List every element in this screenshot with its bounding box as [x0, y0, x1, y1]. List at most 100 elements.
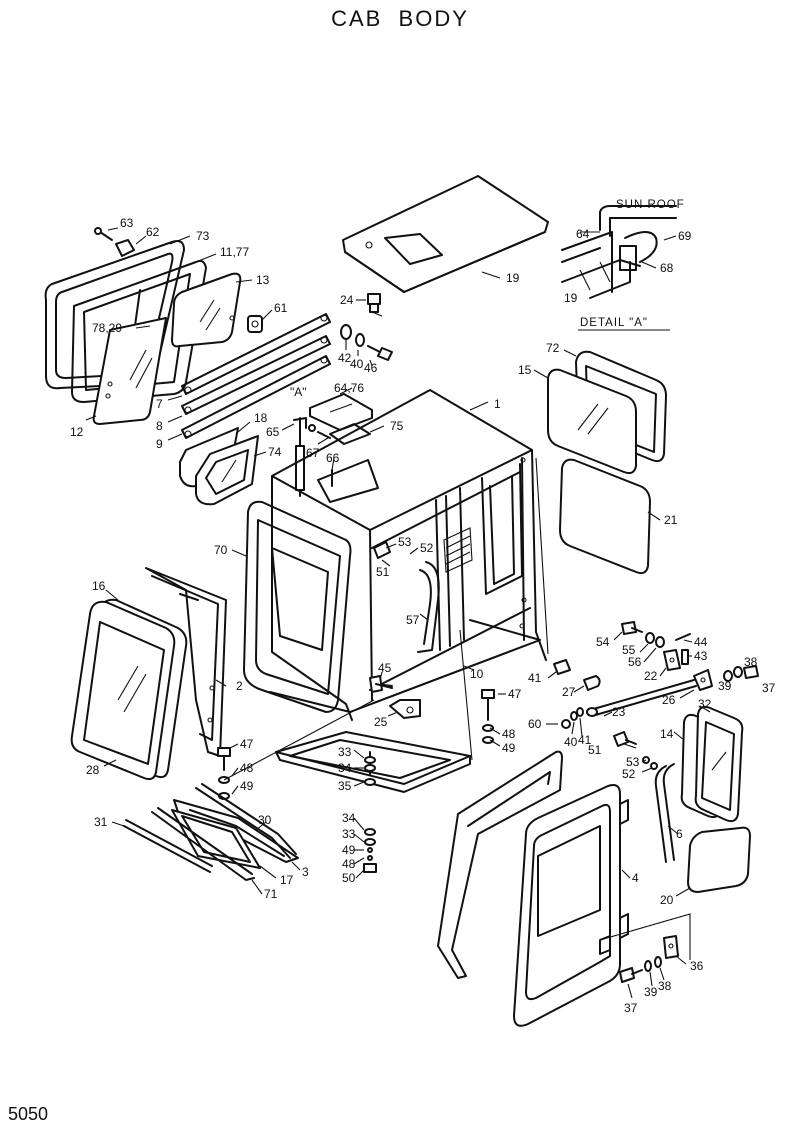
callout-labels: 63 62 73 11,77 13 61 78,29 7 8 9 12 18 7… — [70, 216, 776, 1015]
detail-labels: SUN ROOF 64 69 68 19 DETAIL "A" "A" — [290, 199, 692, 399]
callout: 50 — [342, 871, 356, 885]
detail-callout: 69 — [678, 229, 692, 243]
detail-callout: 19 — [564, 291, 578, 305]
roof-hatch — [309, 393, 373, 431]
callout: 19 — [506, 271, 520, 285]
callout: 48 — [240, 761, 254, 775]
hatch-seal — [329, 423, 371, 445]
callout: 24 — [340, 293, 354, 307]
detail-callout: 68 — [660, 261, 674, 275]
callout: 10 — [470, 667, 484, 681]
bolt-54 — [621, 621, 643, 635]
pin-44-43 — [675, 633, 691, 665]
callout: 38 — [744, 655, 758, 669]
bolt-37-39-38-bottom — [619, 956, 662, 983]
right-window-glass-21 — [559, 458, 651, 575]
callout: 45 — [378, 661, 392, 675]
callout: 41 — [528, 671, 542, 685]
callout: 41 — [578, 733, 592, 747]
callout: 7 — [156, 397, 163, 411]
washers-55-56 — [645, 632, 665, 648]
callout: 6 — [676, 827, 683, 841]
page-title: CAB BODY — [331, 6, 469, 31]
callout: 48 — [342, 857, 356, 871]
callout: 38 — [658, 979, 672, 993]
bracket-22 — [663, 649, 681, 671]
bolts-47-48-49-left — [217, 747, 231, 800]
rail-31 — [123, 819, 213, 873]
callout: 61 — [274, 301, 288, 315]
callout: 51 — [376, 565, 390, 579]
callout: 11,77 — [220, 245, 249, 259]
callout: 53 — [398, 535, 412, 549]
door-window-glass-28 — [70, 600, 176, 781]
sunroof-title: SUN ROOF — [616, 199, 685, 211]
callout: 33 — [342, 827, 356, 841]
callout: 16 — [92, 579, 106, 593]
callout: 27 — [562, 685, 576, 699]
callout: 26 — [662, 693, 676, 707]
callout: 28 — [86, 763, 100, 777]
page-number: 5050 — [8, 1104, 49, 1124]
callout: 21 — [664, 513, 678, 527]
left-window-glass-13 — [171, 272, 242, 348]
callout: 33 — [338, 745, 352, 759]
door-window-frame-2 — [145, 567, 227, 757]
callout: 49 — [342, 843, 356, 857]
callout: 36 — [690, 959, 704, 973]
callout: 42 — [338, 351, 352, 365]
rail-71 — [151, 807, 255, 881]
washers-38-39-37 — [723, 665, 759, 682]
callout: 2 — [236, 679, 243, 693]
callout: 51 — [588, 743, 602, 757]
callout: 60 — [528, 717, 542, 731]
callout: 57 — [406, 613, 420, 627]
callout: 17 — [280, 873, 294, 887]
cab-structure — [269, 389, 547, 721]
callout: 14 — [660, 727, 674, 741]
nut-41 — [553, 659, 571, 675]
front-window-frame — [243, 500, 352, 713]
handle-6 — [654, 763, 675, 863]
callout: 35 — [338, 779, 352, 793]
callout: 54 — [596, 635, 610, 649]
callout: 13 — [256, 273, 270, 287]
bracket-26 — [693, 669, 713, 691]
callout: 43 — [694, 649, 708, 663]
callout: 75 — [390, 419, 404, 433]
callout: 25 — [374, 715, 388, 729]
window-latch-62 — [94, 227, 135, 257]
callout: 74 — [268, 445, 282, 459]
rod-23 — [586, 679, 697, 717]
callout: 72 — [546, 341, 560, 355]
callout: 63 — [120, 216, 134, 230]
callout: 1 — [494, 397, 501, 411]
callout: 15 — [518, 363, 532, 377]
callout: 39 — [644, 985, 658, 999]
callout: 3 — [302, 865, 309, 879]
callout: 47 — [508, 687, 522, 701]
callout: 64,76 — [334, 381, 364, 395]
fasteners-33-35 — [363, 751, 377, 873]
roof-panel — [342, 175, 549, 293]
callout: 55 — [622, 643, 636, 657]
callout: 49 — [502, 741, 516, 755]
roof-bolt — [367, 293, 381, 313]
callout: 44 — [694, 635, 708, 649]
callout: 49 — [240, 779, 254, 793]
washer-bolt-42-40-46 — [340, 324, 393, 361]
callout: 62 — [146, 225, 160, 239]
door-4 — [513, 784, 629, 1027]
callout: 22 — [644, 669, 658, 683]
callout: 53 — [626, 755, 640, 769]
floor-plate — [275, 731, 471, 793]
callout: 34 — [338, 761, 352, 775]
callout: 70 — [214, 543, 228, 557]
callout: 4 — [632, 871, 639, 885]
callout: 71 — [264, 887, 278, 901]
callout: 18 — [254, 411, 268, 425]
callout: 32 — [698, 697, 712, 711]
exploded-parts-diagram: 63 62 73 11,77 13 61 78,29 7 8 9 12 18 7… — [44, 175, 776, 1027]
ring-60 — [561, 719, 571, 729]
callout: 12 — [70, 425, 84, 439]
